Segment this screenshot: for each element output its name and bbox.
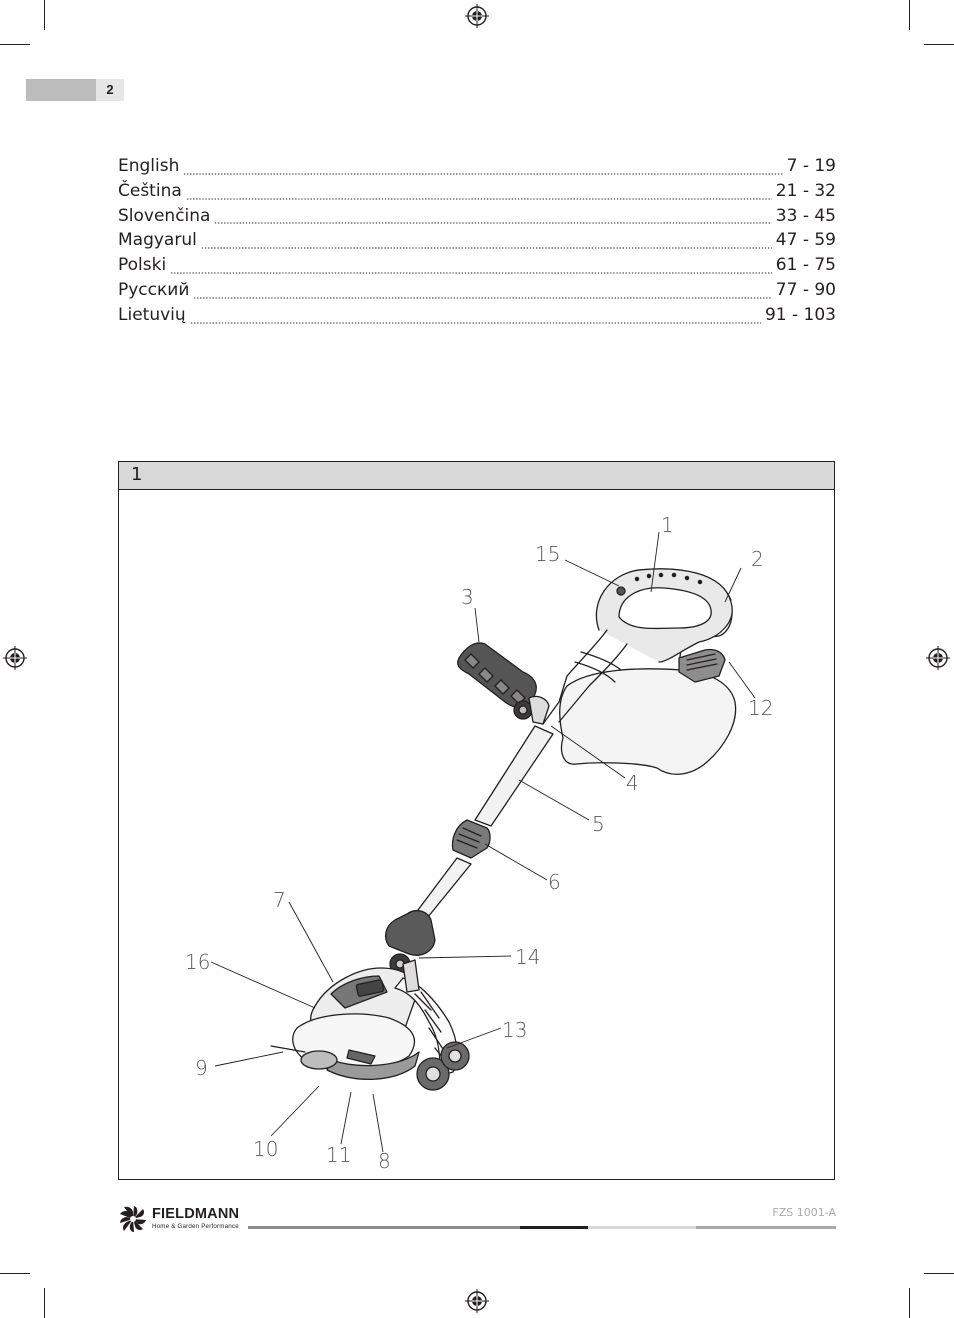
footer-bar-segment — [696, 1226, 836, 1229]
toc-pages: 77 - 90 — [775, 279, 836, 300]
callout-14: 14 — [515, 945, 540, 969]
figure-1: 1 — [118, 461, 835, 1180]
callout-11: 11 — [326, 1143, 351, 1167]
toc-pages: 91 - 103 — [764, 304, 836, 325]
page-number: 2 — [96, 79, 124, 101]
crop-mark — [924, 44, 954, 45]
toc-language: Русский — [118, 279, 190, 300]
footer-bar-segment — [248, 1226, 520, 1229]
callout-16: 16 — [185, 950, 210, 974]
callout-12: 12 — [748, 696, 773, 720]
callout-9: 9 — [195, 1056, 208, 1080]
toc-pages: 33 - 45 — [775, 205, 836, 226]
toc-language: Lietuvių — [118, 304, 186, 325]
callout-4: 4 — [626, 771, 639, 795]
footer-bar-segment — [520, 1226, 588, 1229]
toc-language: English — [118, 156, 180, 176]
toc-leader — [183, 172, 783, 175]
toc-leader — [214, 222, 772, 225]
callout-15: 15 — [535, 542, 560, 566]
trimmer-illustration: 1 2 3 4 5 6 7 8 9 10 11 12 13 14 15 16 — [185, 513, 773, 1173]
crop-mark — [909, 0, 910, 30]
callout-2: 2 — [751, 547, 764, 571]
fieldmann-logo: FIELDMANN Home & Garden Performance — [118, 1204, 248, 1234]
toc-leader — [185, 197, 772, 200]
crop-mark — [0, 1273, 30, 1274]
toc-leader — [200, 247, 772, 250]
crop-mark — [909, 1288, 910, 1318]
registration-mark-icon — [926, 646, 950, 670]
toc-pages: 7 - 19 — [786, 156, 836, 176]
toc-row[interactable]: Čeština 21 - 32 — [118, 181, 836, 206]
toc-leader — [193, 296, 772, 299]
callout-6: 6 — [548, 870, 561, 894]
toc-row[interactable]: Русский 77 - 90 — [118, 280, 836, 305]
model-code: FZS 1001-A — [772, 1206, 836, 1219]
page-tab — [26, 79, 96, 101]
callout-1: 1 — [661, 513, 674, 537]
callout-13: 13 — [502, 1018, 527, 1042]
brand-name: FIELDMANN — [152, 1206, 240, 1222]
toc-row[interactable]: English 7 - 19 — [118, 156, 836, 181]
toc-pages: 21 - 32 — [775, 180, 836, 201]
callout-10: 10 — [253, 1137, 278, 1161]
crop-mark — [44, 1288, 45, 1318]
callout-7: 7 — [273, 888, 286, 912]
crop-mark — [0, 44, 30, 45]
toc-pages: 47 - 59 — [775, 230, 836, 251]
brand-tagline: Home & Garden Performance — [152, 1223, 239, 1230]
toc-language: Slovenčina — [118, 205, 211, 226]
callout-3: 3 — [461, 585, 474, 609]
registration-mark-icon — [465, 4, 489, 28]
toc-row[interactable]: Polski 61 - 75 — [118, 255, 836, 280]
toc-language: Polski — [118, 255, 167, 276]
toc-row[interactable]: Slovenčina 33 - 45 — [118, 206, 836, 231]
registration-mark-icon — [3, 646, 27, 670]
figure-header: 1 — [119, 462, 834, 490]
fieldmann-logo-icon — [120, 1206, 146, 1232]
crop-mark — [44, 0, 45, 30]
toc-language: Magyarul — [118, 230, 197, 251]
toc-language: Čeština — [118, 180, 182, 201]
callout-5: 5 — [592, 812, 605, 836]
registration-mark-icon — [465, 1289, 489, 1313]
toc-pages: 61 - 75 — [775, 255, 836, 276]
toc-leader — [170, 271, 772, 274]
toc-row[interactable]: Magyarul 47 - 59 — [118, 230, 836, 255]
toc-row[interactable]: Lietuvių 91 - 103 — [118, 305, 836, 330]
callout-8: 8 — [378, 1149, 391, 1173]
figure-number: 1 — [131, 464, 143, 485]
table-of-contents: English 7 - 19 Čeština 21 - 32 Slovenčin… — [118, 156, 836, 330]
footer-bar-segment — [588, 1226, 696, 1229]
crop-mark — [924, 1273, 954, 1274]
toc-leader — [189, 321, 761, 324]
